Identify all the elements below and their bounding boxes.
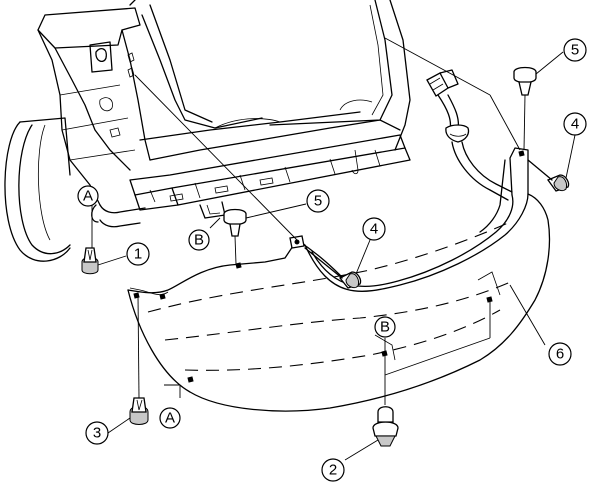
callout-3: 3: [85, 421, 109, 445]
view-letter-A-lower: A: [159, 407, 181, 429]
svg-text:1: 1: [134, 246, 142, 263]
wiring-harness: [426, 69, 513, 201]
svg-text:5: 5: [571, 42, 579, 59]
svg-text:6: 6: [556, 346, 564, 363]
svg-text:B: B: [380, 319, 390, 336]
clip-5b: [513, 66, 537, 96]
callout-2: 2: [321, 458, 345, 482]
view-letter-B-upper: B: [188, 229, 210, 251]
svg-text:4: 4: [571, 116, 579, 133]
clip-5a: [223, 208, 247, 237]
svg-text:B: B: [194, 232, 204, 249]
callout-4-right: 4: [563, 112, 587, 136]
svg-text:4: 4: [370, 221, 378, 238]
leader-lines: [91, 37, 576, 461]
callout-6: 6: [548, 342, 572, 366]
callout-5-left: 5: [306, 189, 330, 213]
bolt-4a: [304, 247, 362, 289]
vehicle-body: [4, 0, 411, 262]
bolt-4b: [527, 159, 570, 192]
fasteners: [81, 66, 570, 447]
callout-1: 1: [126, 242, 150, 266]
clip-2: [372, 406, 399, 447]
callout-4-middle: 4: [362, 217, 386, 241]
svg-text:A: A: [165, 410, 175, 427]
svg-text:5: 5: [314, 193, 322, 210]
svg-text:3: 3: [93, 425, 101, 442]
view-letter-A-upper: A: [77, 185, 99, 207]
callout-5-right: 5: [563, 38, 587, 62]
clip-3: [129, 397, 149, 425]
view-letter-B-lower: B: [374, 316, 396, 338]
svg-text:A: A: [83, 188, 93, 205]
clip-1: [81, 247, 99, 275]
svg-text:2: 2: [329, 462, 337, 479]
